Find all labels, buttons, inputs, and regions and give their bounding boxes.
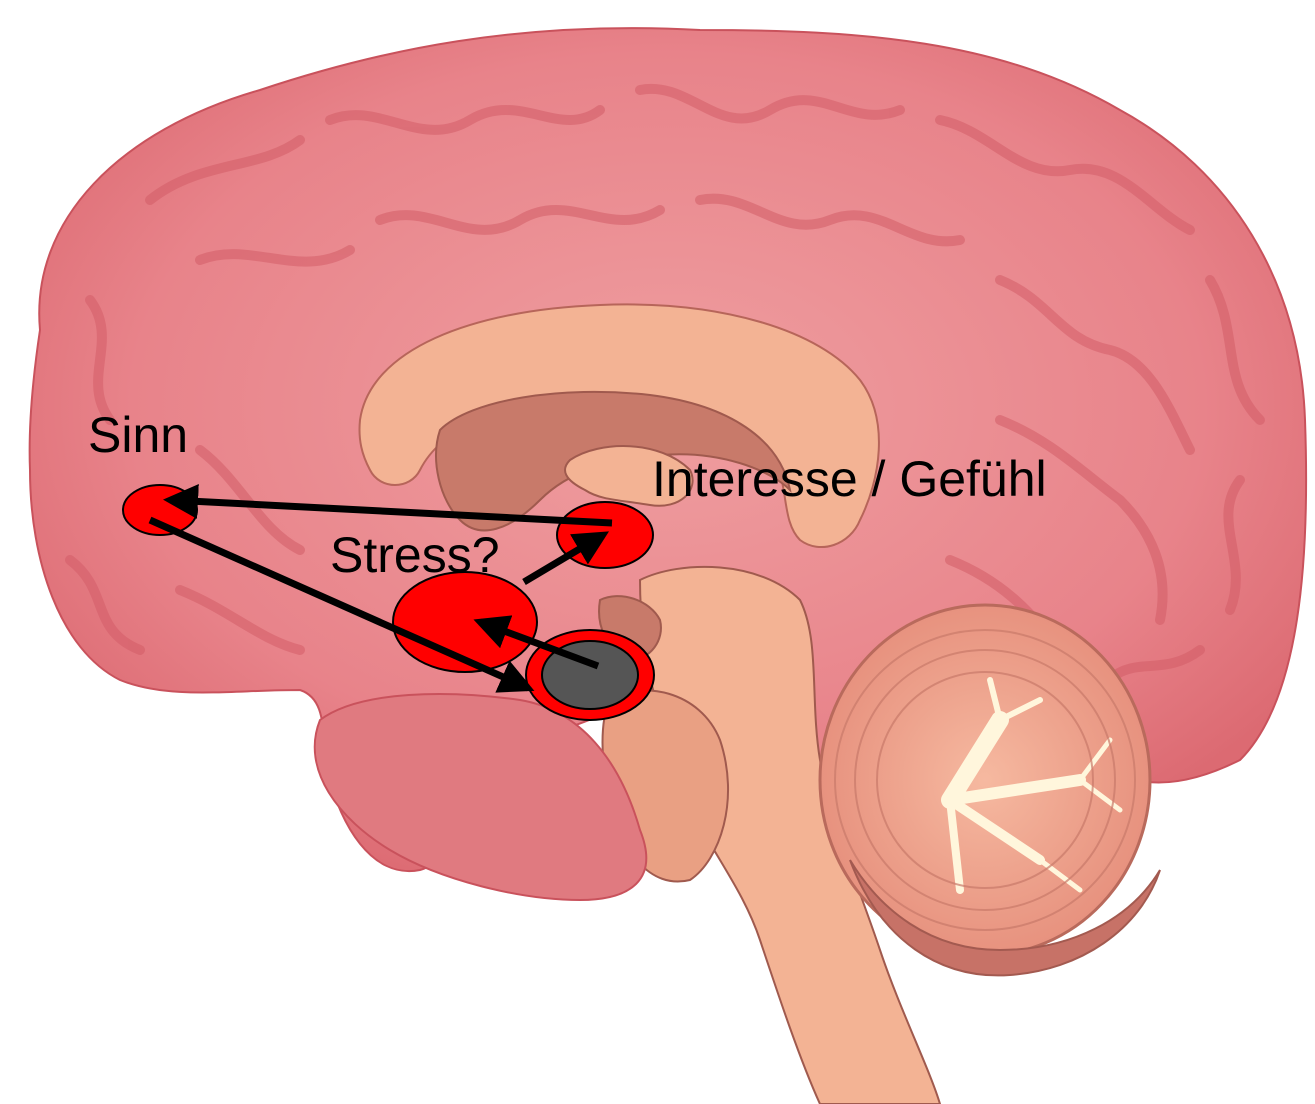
label-sinn: Sinn <box>88 407 188 463</box>
label-interesse-gefuehl: Interesse / Gefühl <box>652 451 1047 507</box>
temporal-lobe <box>315 694 647 900</box>
label-stress: Stress? <box>330 527 500 583</box>
cerebellum <box>820 605 1150 955</box>
node-interesse <box>557 502 653 568</box>
